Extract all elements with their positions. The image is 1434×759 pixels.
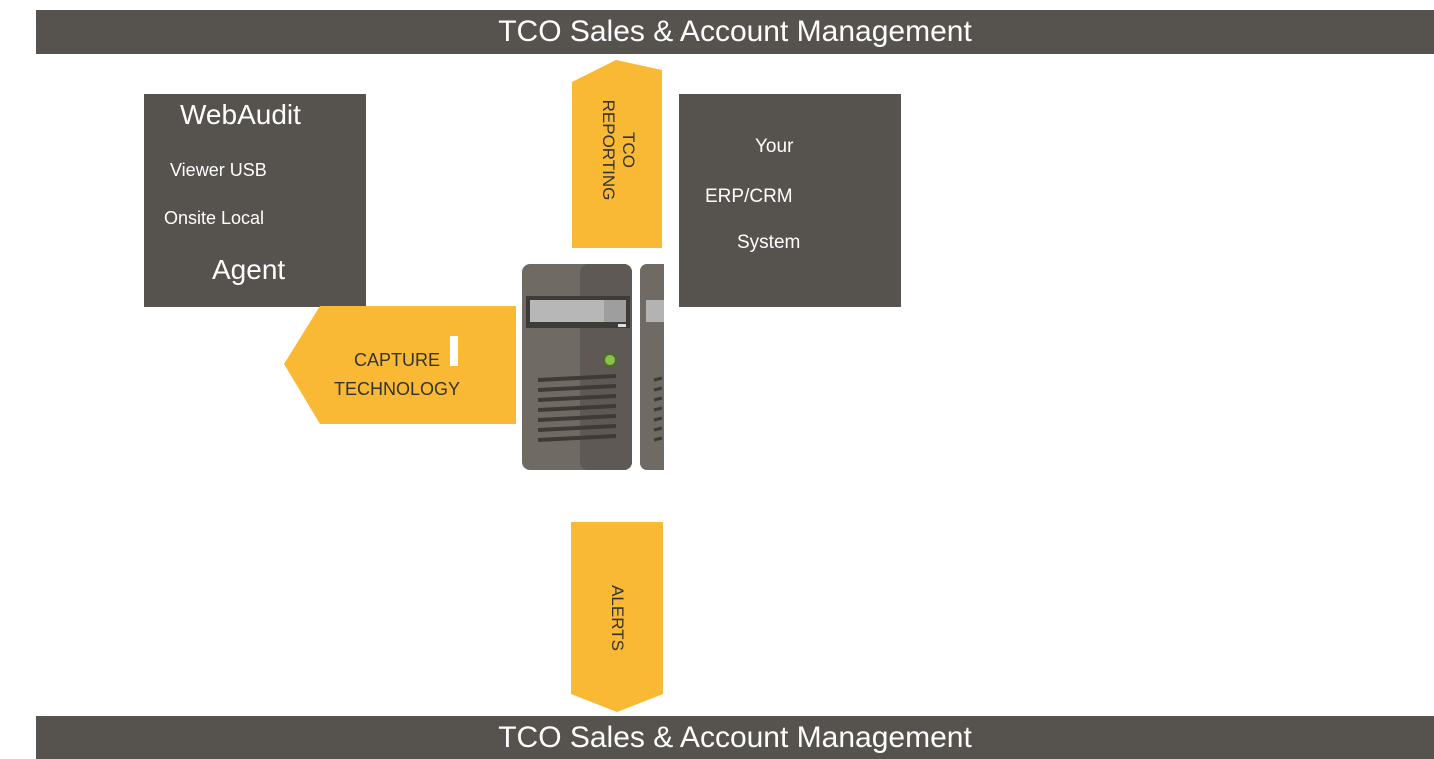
capture-label-line2: TECHNOLOGY (334, 379, 461, 399)
alerts-label-text: ALERTS (608, 585, 627, 651)
server-tower-icon (522, 264, 664, 470)
erp-line-your: Your (755, 136, 794, 157)
erp-line-system: System (737, 232, 801, 253)
capture-technology-arrow (284, 306, 516, 424)
webaudit-line-onsite: Onsite Local (164, 208, 265, 228)
header-bar: TCO Sales & Account Management (36, 10, 1434, 54)
webaudit-box: WebAudit Viewer USB Onsite Local Agent (144, 94, 366, 307)
tco-reporting-label: TCO REPORTING (598, 90, 638, 210)
alerts-arrow (571, 522, 663, 712)
webaudit-line-viewer: Viewer USB (170, 160, 267, 180)
footer-bar: TCO Sales & Account Management (36, 716, 1434, 759)
tco-reporting-label-line1: TCO (619, 132, 638, 168)
erp-line-erpcrm: ERP/CRM (705, 186, 793, 207)
webaudit-notch (180, 94, 328, 96)
erp-crm-box: Your ERP/CRM System (679, 94, 901, 307)
alerts-label: ALERTS (607, 568, 627, 668)
header-title: TCO Sales & Account Management (498, 15, 972, 48)
webaudit-title: WebAudit (180, 99, 301, 130)
capture-label-line1: CAPTURE (354, 350, 441, 370)
tco-reporting-label-line2: REPORTING (599, 99, 618, 201)
webaudit-line-agent: Agent (212, 254, 286, 285)
footer-title: TCO Sales & Account Management (498, 720, 972, 754)
tco-reporting-arrow (572, 60, 662, 248)
